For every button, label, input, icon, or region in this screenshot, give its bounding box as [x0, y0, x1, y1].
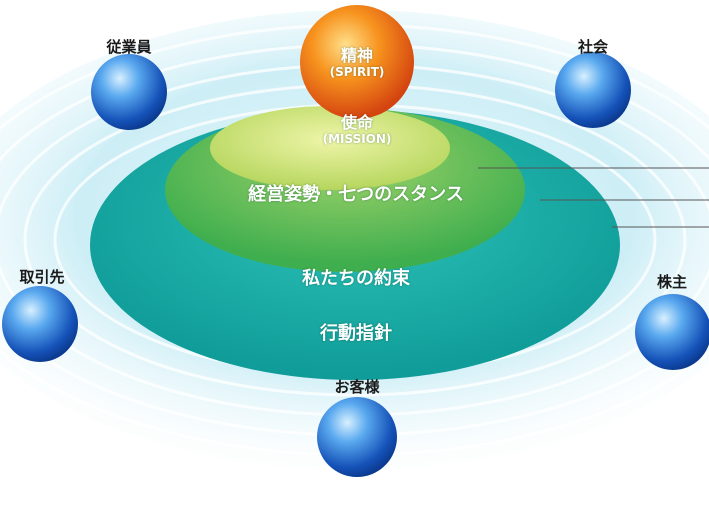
shareholders-label: 株主 — [656, 273, 688, 291]
society-label: 社会 — [577, 38, 609, 56]
spirit-subtitle: (SPIRIT) — [329, 65, 385, 79]
spirit-title: 精神 — [340, 46, 374, 65]
guideline-label: 行動指針 — [320, 323, 392, 344]
mission-title: 使命 — [340, 113, 373, 132]
stance-label: 経営姿勢・七つのスタンス — [248, 184, 464, 205]
society-sphere — [555, 52, 631, 128]
mission-subtitle: (MISSION) — [322, 132, 392, 146]
partners-sphere — [2, 286, 78, 362]
leader-lines — [478, 167, 709, 228]
stakeholder-spheres — [2, 52, 709, 477]
customers-sphere — [317, 397, 397, 477]
spirit-label: 精神 (SPIRIT) — [329, 46, 385, 80]
shareholders-sphere — [635, 294, 709, 370]
spirit-sphere — [300, 5, 414, 119]
employees-sphere — [91, 54, 167, 130]
employees-label: 従業員 — [106, 38, 152, 56]
mission-label: 使命 (MISSION) — [322, 113, 392, 147]
partners-label: 取引先 — [19, 268, 65, 286]
customers-label: お客様 — [334, 378, 380, 396]
promise-label: 私たちの約束 — [302, 268, 410, 289]
inner-ring — [210, 106, 450, 190]
